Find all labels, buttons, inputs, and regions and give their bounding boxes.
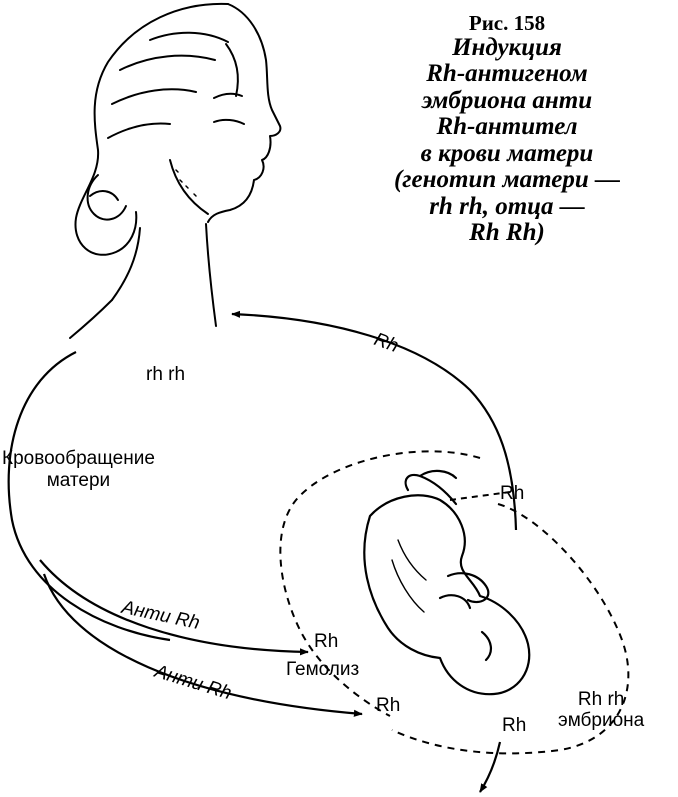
caption-line: эмбриона анти — [421, 86, 593, 114]
embryo-circulation-dashed-inner — [279, 450, 481, 717]
embryo-circulation-dashed-outer — [391, 503, 630, 755]
mother-circulation-line-2: матери — [46, 469, 111, 491]
caption-line: в крови матери — [420, 139, 594, 167]
mother-genotype-label: rh rh — [146, 364, 186, 385]
embryo-icon — [363, 469, 531, 696]
rh-bottom-label: Rh — [502, 715, 527, 736]
figure-caption: Рис. 158 Индукция Rh-антигеном эмбриона … — [372, 12, 642, 247]
mother-circulation-line-1: Кровообращение — [2, 448, 155, 469]
rh-arrow-to-mother — [231, 310, 518, 531]
rh-arrow-down — [479, 741, 502, 793]
rh-at-embryo-label: Rh — [500, 483, 525, 504]
caption-line: Индукция — [452, 33, 562, 61]
caption-line: rh rh, отца — — [429, 192, 585, 220]
hemolysis-label: Гемолиз — [286, 659, 360, 680]
mother-circulation-curve — [7, 351, 171, 642]
anti-rh-arrow-1 — [39, 559, 309, 656]
caption-line: Rh-антител — [436, 113, 578, 141]
rh-target-label-1: Rh — [314, 631, 339, 652]
embryo-genotype-label: Rh rh эмбриона — [558, 689, 645, 732]
caption-line: Rh Rh) — [469, 219, 545, 247]
figure-number: Рис. 158 — [468, 11, 546, 35]
embryo-genotype-line-2: эмбриона — [558, 709, 645, 731]
embryo-genotype-line-1: Rh rh — [577, 689, 625, 710]
anti-rh-arrow-2 — [42, 573, 363, 717]
rh-target-label-2: Rh — [376, 695, 401, 716]
caption-line: (генотип матери — — [393, 166, 621, 194]
caption-line: Rh-антигеном — [426, 60, 588, 88]
woman-portrait-icon — [69, 2, 282, 339]
mother-circulation-label: Кровообращение матери — [2, 448, 155, 492]
